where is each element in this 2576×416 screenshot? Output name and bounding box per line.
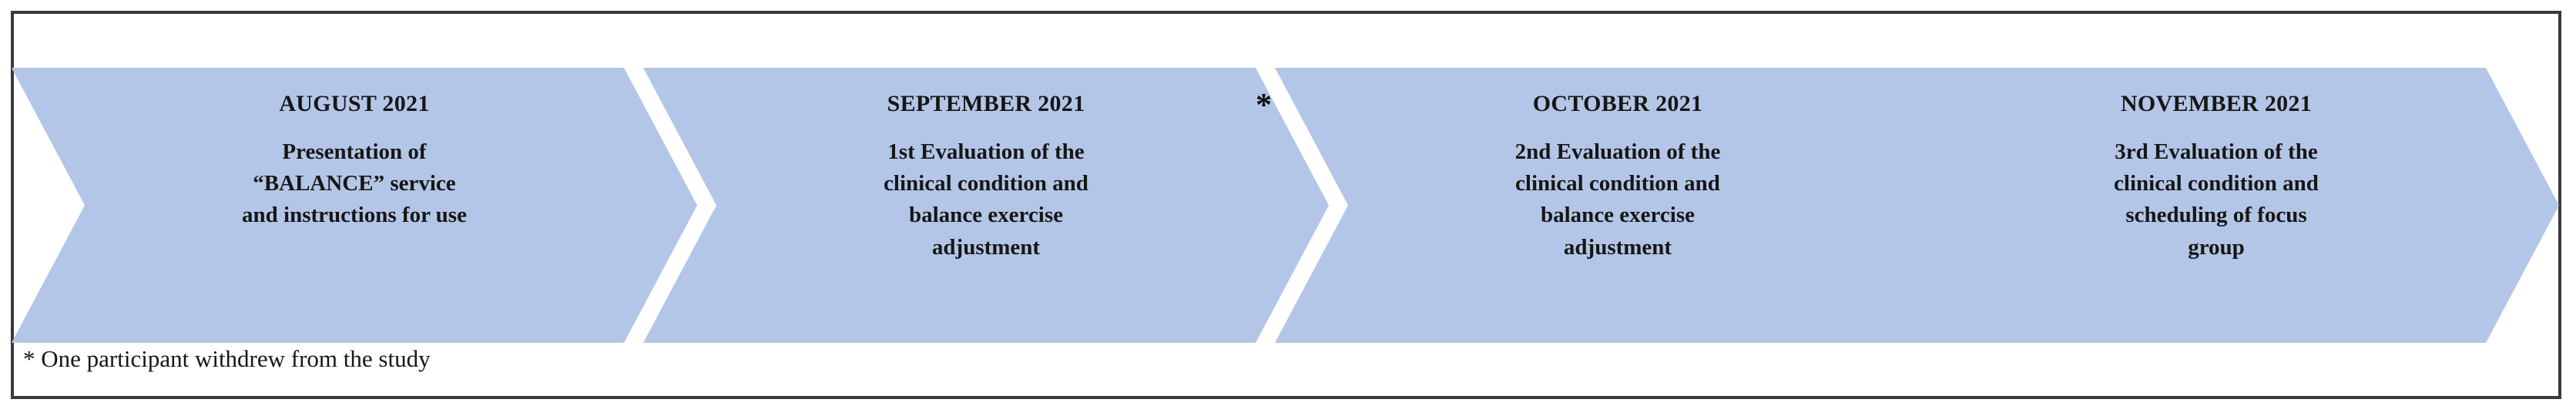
- step-4-month-heading: NOVEMBER 2021: [2120, 91, 2313, 116]
- step-3-month-heading: OCTOBER 2021: [1532, 91, 1703, 116]
- timeline-step-2[interactable]: SEPTEMBER 2021 1st Evaluation of the cli…: [643, 68, 1329, 343]
- step-1-month-heading: AUGUST 2021: [279, 91, 430, 116]
- footnote-text: * One participant withdrew from the stud…: [23, 345, 431, 372]
- timeline-step-1[interactable]: AUGUST 2021 Presentation of “BALANCE” se…: [12, 68, 697, 343]
- timeline-step-3[interactable]: OCTOBER 2021 2nd Evaluation of the clini…: [1275, 68, 1961, 343]
- step-2-month-heading: SEPTEMBER 2021: [887, 91, 1085, 116]
- asterisk-footnote-marker-icon: *: [1256, 88, 1272, 123]
- chevron-timeline: AUGUST 2021 Presentation of “BALANCE” se…: [0, 68, 2576, 343]
- step-2-description: 1st Evaluation of the clinical condition…: [884, 139, 1088, 260]
- step-3-description: 2nd Evaluation of the clinical condition…: [1514, 139, 1721, 260]
- timeline-step-4[interactable]: NOVEMBER 2021 3rd Evaluation of the clin…: [1873, 68, 2559, 343]
- step-4-description: 3rd Evaluation of the clinical condition…: [2114, 139, 2319, 260]
- step-1-description: Presentation of “BALANCE” service and in…: [242, 139, 467, 228]
